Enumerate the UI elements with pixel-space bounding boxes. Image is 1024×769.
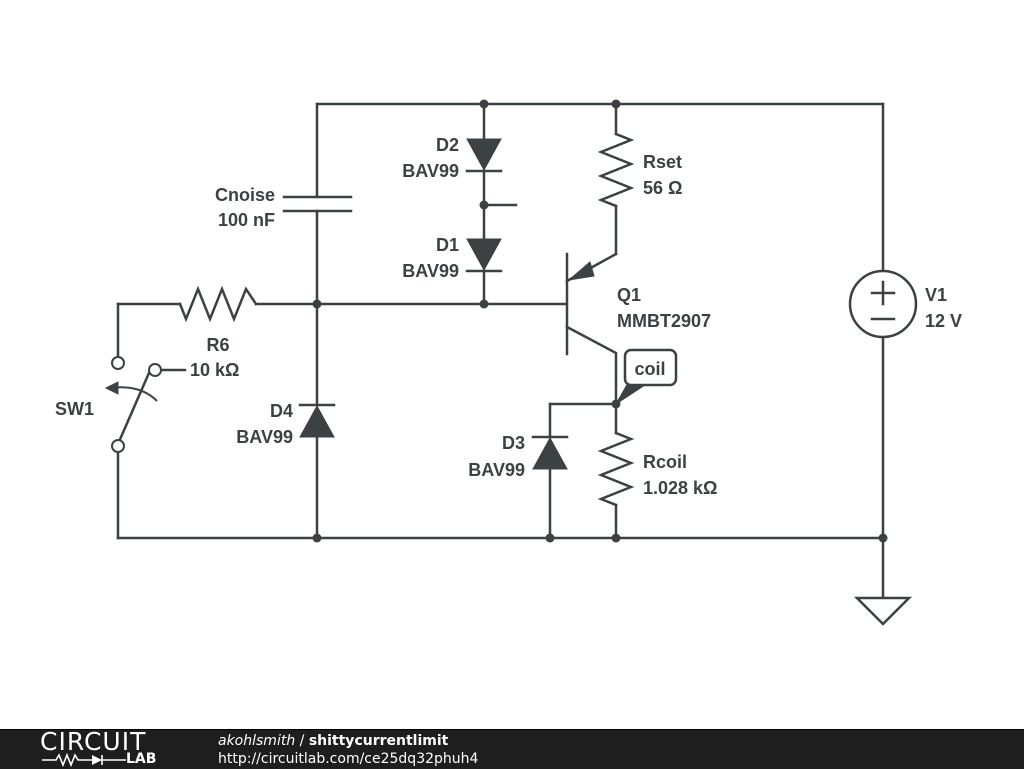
r6-value-label: 10 kΩ [190, 360, 239, 380]
sw1-name-label: SW1 [55, 399, 94, 419]
junction-dot [312, 533, 322, 543]
d4-value-label: BAV99 [236, 427, 293, 447]
rset-value-label: 56 Ω [643, 178, 682, 198]
junction-dot [312, 299, 322, 309]
circuit-meta: akohlsmith / shittycurrentlimit http://c… [218, 732, 478, 768]
author-link[interactable]: akohlsmith [218, 733, 296, 749]
resistor-zigzag [178, 285, 258, 323]
circuit-url[interactable]: http://circuitlab.com/ce25dq32phuh4 [218, 751, 479, 767]
rset-name-label: Rset [643, 152, 682, 172]
net-label-coil[interactable]: coil [615, 348, 678, 405]
switch-sw1[interactable]: SW1 [55, 356, 162, 453]
diode-d3[interactable]: D3 BAV99 [468, 433, 569, 480]
logo-text-lab: LAB [126, 751, 157, 767]
junction-dot [479, 200, 489, 210]
junction-dot [611, 533, 621, 543]
q1-name-label: Q1 [617, 285, 641, 305]
d1-name-label: D1 [436, 235, 459, 255]
plus-icon [870, 280, 896, 306]
d3-name-label: D3 [502, 433, 525, 453]
diode-d1[interactable]: D1 BAV99 [402, 235, 503, 281]
rcoil-name-label: Rcoil [643, 452, 687, 472]
net-label-text: coil [634, 359, 665, 379]
circuit-title-line: akohlsmith / shittycurrentlimit [218, 732, 478, 750]
d4-name-label: D4 [270, 401, 293, 421]
switch-terminal [111, 439, 125, 453]
project-name[interactable]: shittycurrentlimit [308, 733, 449, 749]
ground-icon [853, 596, 913, 626]
v1-value-label: 12 V [925, 311, 962, 331]
diode-d4[interactable]: D4 BAV99 [236, 401, 336, 447]
title-separator: / [295, 733, 309, 749]
net-label-box [623, 348, 678, 387]
diode-triangle [532, 436, 568, 470]
q1-value-label: MMBT2907 [617, 311, 711, 331]
diode-triangle [299, 404, 335, 438]
logo-circuit-symbol-icon [42, 753, 126, 767]
junctions [312, 99, 888, 543]
resistor-zigzag [597, 132, 635, 208]
wire-q1-collector [565, 325, 618, 406]
cnoise-name-label: Cnoise [215, 185, 275, 205]
transistor-emitter-arrow [567, 261, 595, 281]
junction-dot [878, 533, 888, 543]
diode-d2[interactable]: D2 BAV99 [402, 135, 503, 181]
junction-dot [545, 533, 555, 543]
ground-symbol [853, 596, 913, 626]
cnoise-value-label: 100 nF [218, 210, 275, 230]
switch-action-arrow [104, 381, 119, 395]
footer-bar: CIRCUIT LAB akohlsmith / shittycurrentli… [0, 729, 1024, 769]
capacitor-cnoise[interactable]: Cnoise 100 nF [215, 185, 353, 230]
resistor-rset[interactable]: Rset 56 Ω [597, 132, 682, 208]
switch-lever [116, 364, 154, 446]
d2-name-label: D2 [436, 135, 459, 155]
resistor-zigzag [597, 431, 635, 507]
r6-name-label: R6 [206, 335, 229, 355]
transistor-q1[interactable]: Q1 MMBT2907 [565, 252, 711, 356]
logo-text-circuit: CIRCUIT [40, 727, 147, 756]
rcoil-value-label: 1.028 kΩ [643, 478, 718, 498]
d2-value-label: BAV99 [402, 161, 459, 181]
v1-name-label: V1 [925, 285, 947, 305]
d3-value-label: BAV99 [468, 460, 525, 480]
circuitlab-logo[interactable]: CIRCUIT LAB [40, 727, 180, 769]
diode-triangle [466, 138, 502, 172]
resistor-r6[interactable]: R6 10 kΩ [178, 285, 258, 380]
junction-dot [479, 299, 489, 309]
diode-triangle [466, 238, 502, 272]
junction-dot [479, 99, 489, 109]
wires [116, 102, 885, 600]
junction-dot [611, 99, 621, 109]
d1-value-label: BAV99 [402, 261, 459, 281]
switch-terminal [111, 356, 125, 370]
voltage-source-v1[interactable]: V1 12 V [848, 269, 962, 339]
schematic: Cnoise 100 nF D2 BAV99 D1 BAV99 Rset 56 … [55, 99, 962, 626]
switch-terminal [148, 363, 162, 377]
resistor-rcoil[interactable]: Rcoil 1.028 kΩ [597, 431, 718, 507]
